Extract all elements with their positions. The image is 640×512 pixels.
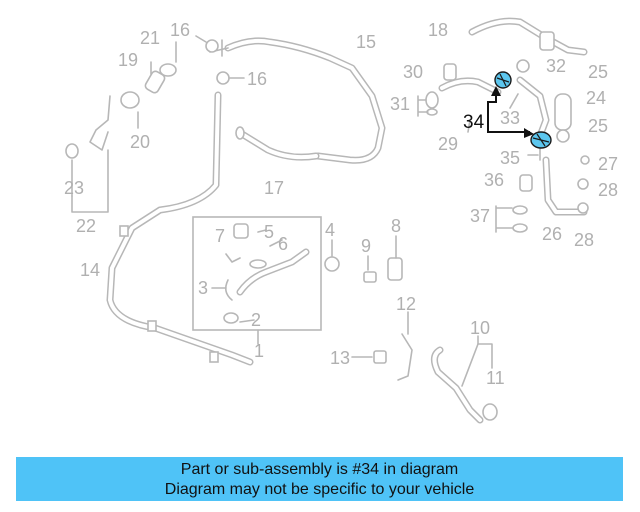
callout-16-top: 16 — [170, 20, 190, 40]
callout-34: 34 — [463, 112, 485, 133]
callout-29: 29 — [438, 134, 458, 154]
parts-19-23 — [65, 41, 177, 213]
banner-line-disclaimer: Diagram may not be specific to your vehi… — [164, 481, 475, 498]
callout-22: 22 — [76, 216, 96, 236]
callout-10: 10 — [470, 318, 490, 338]
callout-9: 9 — [361, 236, 371, 256]
hose-17 — [235, 126, 320, 161]
callout-12: 12 — [396, 294, 416, 314]
callout-20: 20 — [130, 132, 150, 152]
callout-36: 36 — [484, 170, 504, 190]
callout-25-bottom: 25 — [588, 116, 608, 136]
callout-27: 27 — [598, 154, 618, 174]
part-34-highlight — [487, 71, 552, 149]
callout-28-bottom: 28 — [574, 230, 594, 250]
banner-line-part: Part or sub-assembly is #34 in diagram — [180, 461, 459, 478]
callout-28-top: 28 — [598, 180, 618, 200]
callout-26: 26 — [542, 224, 562, 244]
callout-6: 6 — [278, 234, 288, 254]
callout-21: 21 — [140, 28, 160, 48]
hose-clip — [119, 225, 129, 237]
callout-4: 4 — [325, 220, 335, 240]
callout-16-mid: 16 — [247, 69, 267, 89]
right-cluster — [417, 17, 590, 233]
callout-2: 2 — [251, 310, 261, 330]
callout-30: 30 — [403, 62, 423, 82]
callout-18: 18 — [428, 20, 448, 40]
callout-32: 32 — [546, 56, 566, 76]
callout-17: 17 — [264, 178, 284, 198]
hose-15 — [209, 37, 386, 164]
callout-15: 15 — [356, 32, 376, 52]
callout-14: 14 — [80, 260, 100, 280]
callout-11: 11 — [486, 368, 505, 388]
callout-7: 7 — [215, 226, 225, 246]
hose-10 — [431, 335, 498, 424]
callout-13: 13 — [330, 348, 350, 368]
assembly-box — [192, 216, 322, 345]
hose-clip — [147, 320, 157, 332]
parts-diagram: 1 2 3 4 5 6 7 8 9 10 11 12 13 14 15 16 1… — [64, 17, 618, 424]
part-16 — [195, 35, 245, 85]
callout-3: 3 — [198, 278, 208, 298]
callout-31: 31 — [390, 94, 410, 114]
parts-4-8-9-12-13 — [324, 235, 413, 381]
callout-23: 23 — [64, 178, 84, 198]
hose-clip — [209, 351, 219, 363]
callout-35: 35 — [500, 148, 520, 168]
callout-24: 24 — [586, 88, 606, 108]
callout-5: 5 — [264, 222, 274, 242]
callout-8: 8 — [391, 216, 401, 236]
callout-25-top: 25 — [588, 62, 608, 82]
info-banner: Part or sub-assembly is #34 in diagram D… — [16, 457, 623, 501]
callout-19: 19 — [118, 50, 138, 70]
callout-1: 1 — [254, 341, 264, 361]
hose-14 — [106, 91, 254, 366]
callout-33: 33 — [500, 108, 520, 128]
callout-37: 37 — [470, 206, 490, 226]
